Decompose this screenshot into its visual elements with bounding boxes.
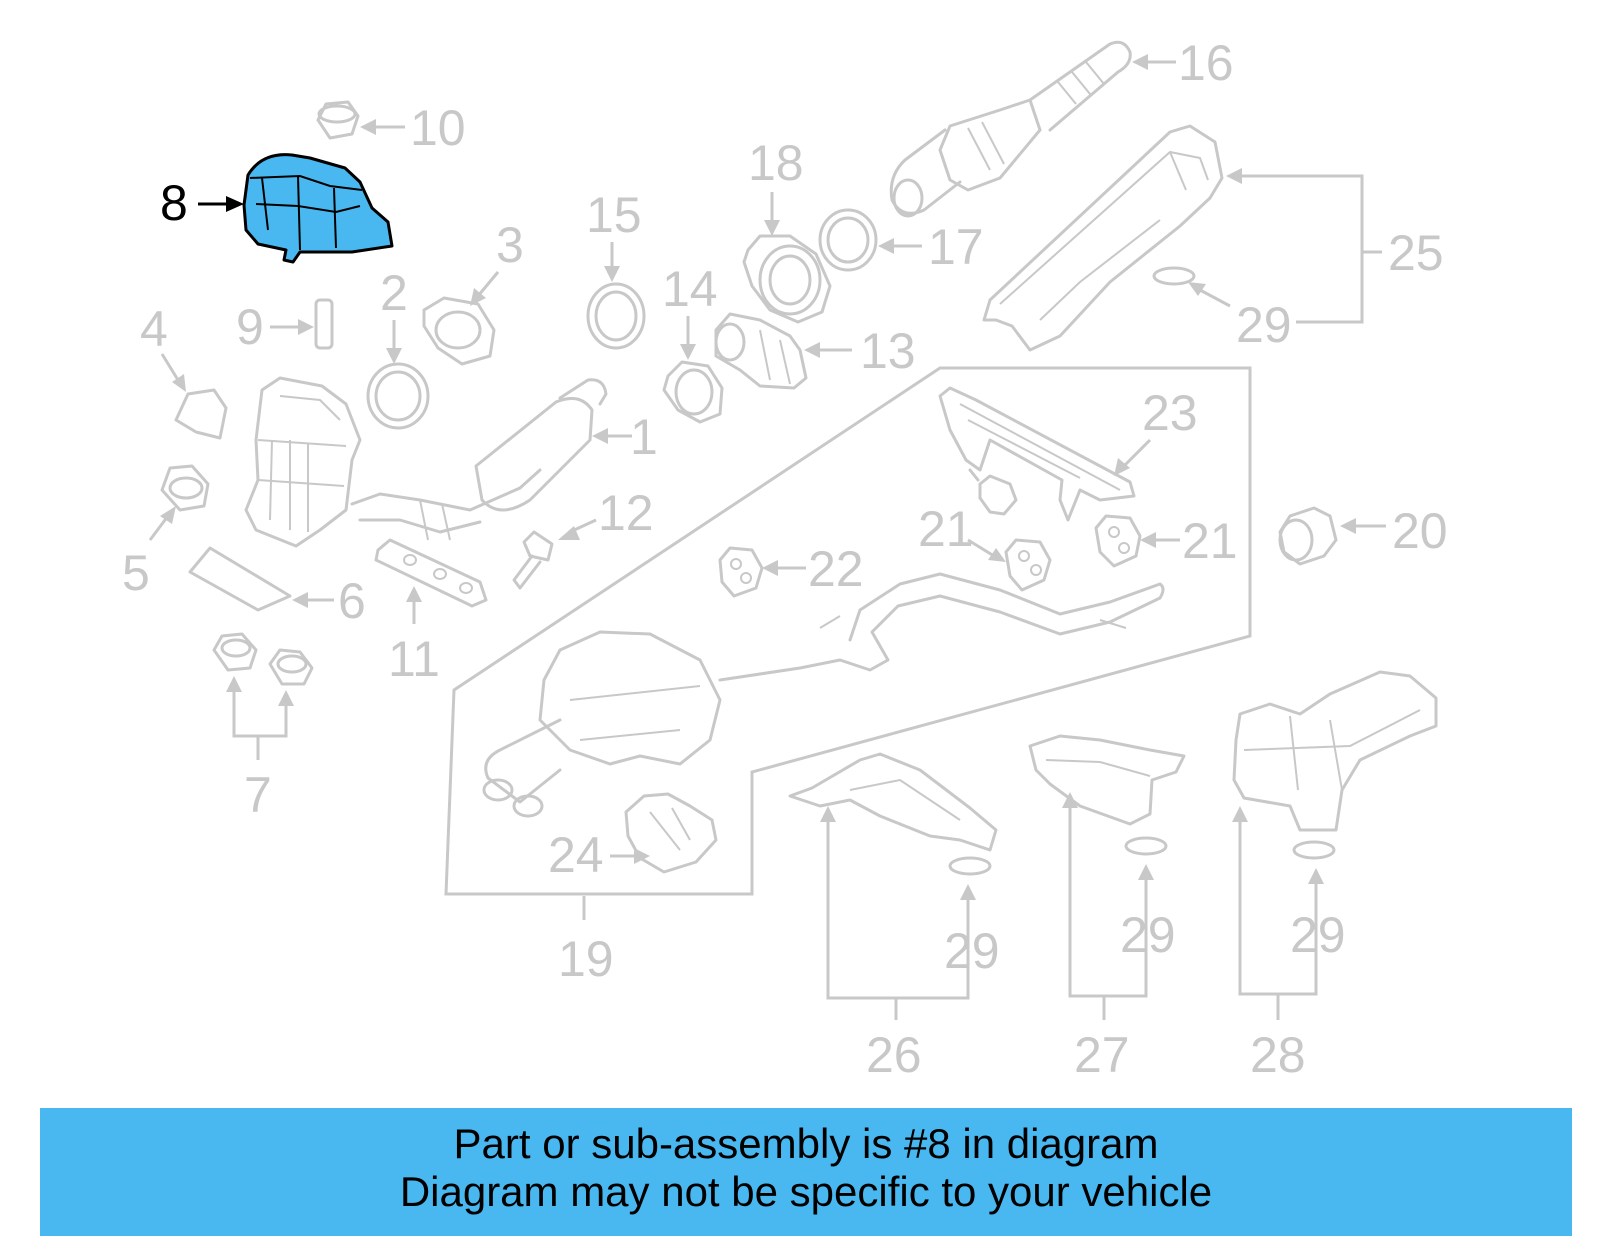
- part-21-bolt[interactable]: [968, 468, 1018, 516]
- part-19-muffler-assembly[interactable]: [482, 572, 1165, 818]
- label-15: 15: [586, 187, 642, 243]
- label-16: 16: [1178, 35, 1234, 91]
- part-3-gasket[interactable]: [422, 296, 496, 366]
- label-8-group: 8: [160, 175, 244, 231]
- part-26-heat-shield[interactable]: [788, 752, 998, 852]
- label-5: 5: [122, 545, 150, 601]
- part-29-gasket-d[interactable]: [1292, 840, 1336, 860]
- banner-line-1: Part or sub-assembly is #8 in diagram: [453, 1120, 1159, 1167]
- label-23: 23: [1142, 385, 1198, 441]
- label-8: 8: [160, 175, 188, 231]
- part-6-gasket[interactable]: [188, 546, 292, 612]
- part-7-nuts[interactable]: [212, 632, 314, 686]
- part-29-gasket-a[interactable]: [1152, 266, 1196, 286]
- label-4: 4: [140, 301, 168, 357]
- part-21-hanger-a[interactable]: [1004, 538, 1052, 592]
- label-11: 11: [388, 631, 440, 687]
- label-22: 22: [808, 541, 864, 597]
- label-28: 28: [1250, 1027, 1306, 1083]
- part-23-bracket[interactable]: [938, 386, 1136, 522]
- part-8-heat-shield[interactable]: [242, 153, 394, 264]
- part-11-flange-gasket[interactable]: [374, 538, 488, 608]
- label-12: 12: [598, 485, 654, 541]
- part-17-gasket[interactable]: [818, 208, 878, 272]
- label-29a: 29: [1236, 297, 1292, 353]
- label-7: 7: [244, 767, 272, 823]
- label-13: 13: [860, 323, 916, 379]
- label-17: 17: [928, 219, 984, 275]
- part-21-hanger-b[interactable]: [1094, 514, 1142, 568]
- exhaust-manifold-converter[interactable]: [244, 376, 362, 548]
- label-19: 19: [558, 931, 614, 987]
- label-25: 25: [1388, 225, 1444, 281]
- label-1: 1: [630, 409, 658, 465]
- label-6: 6: [338, 573, 366, 629]
- label-10: 10: [410, 100, 466, 156]
- part-18-clamp[interactable]: [742, 234, 832, 324]
- part-2-gasket[interactable]: [366, 362, 430, 430]
- part-15-gasket[interactable]: [586, 282, 646, 350]
- part-22-hanger[interactable]: [718, 546, 764, 598]
- part-9-stud[interactable]: [314, 298, 334, 350]
- exhaust-parts-diagram: 8 10 16 25 29 18: [122, 35, 1448, 1083]
- part-20-clamp[interactable]: [1278, 506, 1338, 566]
- part-19-boundary: [444, 366, 1252, 896]
- label-21b: 21: [1182, 513, 1238, 569]
- part-28-heat-shield[interactable]: [1232, 670, 1438, 832]
- label-24: 24: [548, 827, 604, 883]
- part-10-nut[interactable]: [316, 100, 360, 140]
- label-20: 20: [1392, 503, 1448, 559]
- part-25-heat-shield[interactable]: [982, 124, 1224, 352]
- part-13-clamp-connector[interactable]: [714, 312, 808, 390]
- part-29-gasket-b[interactable]: [948, 856, 992, 876]
- label-9: 9: [236, 299, 264, 355]
- part-16-catalytic-converter[interactable]: [889, 40, 1132, 218]
- part-27-heat-shield[interactable]: [1028, 734, 1186, 826]
- label-3: 3: [496, 217, 524, 273]
- label-21a: 21: [918, 501, 974, 557]
- label-27: 27: [1074, 1027, 1130, 1083]
- banner-line-2: Diagram may not be specific to your vehi…: [399, 1168, 1213, 1215]
- label-29d: 29: [1290, 907, 1346, 963]
- label-29b: 29: [944, 923, 1000, 979]
- part-14-clamp[interactable]: [662, 360, 724, 424]
- part-4-cap[interactable]: [174, 388, 228, 440]
- part-1-front-pipe[interactable]: [350, 378, 608, 541]
- info-banner: Part or sub-assembly is #8 in diagram Di…: [40, 1108, 1572, 1236]
- part-5-nut[interactable]: [160, 464, 210, 512]
- label-18: 18: [748, 135, 804, 191]
- label-2: 2: [380, 265, 408, 321]
- part-12-bolt[interactable]: [512, 530, 554, 590]
- label-26: 26: [866, 1027, 922, 1083]
- part-29-gasket-c[interactable]: [1124, 836, 1168, 856]
- label-29c: 29: [1120, 907, 1176, 963]
- label-14: 14: [662, 261, 718, 317]
